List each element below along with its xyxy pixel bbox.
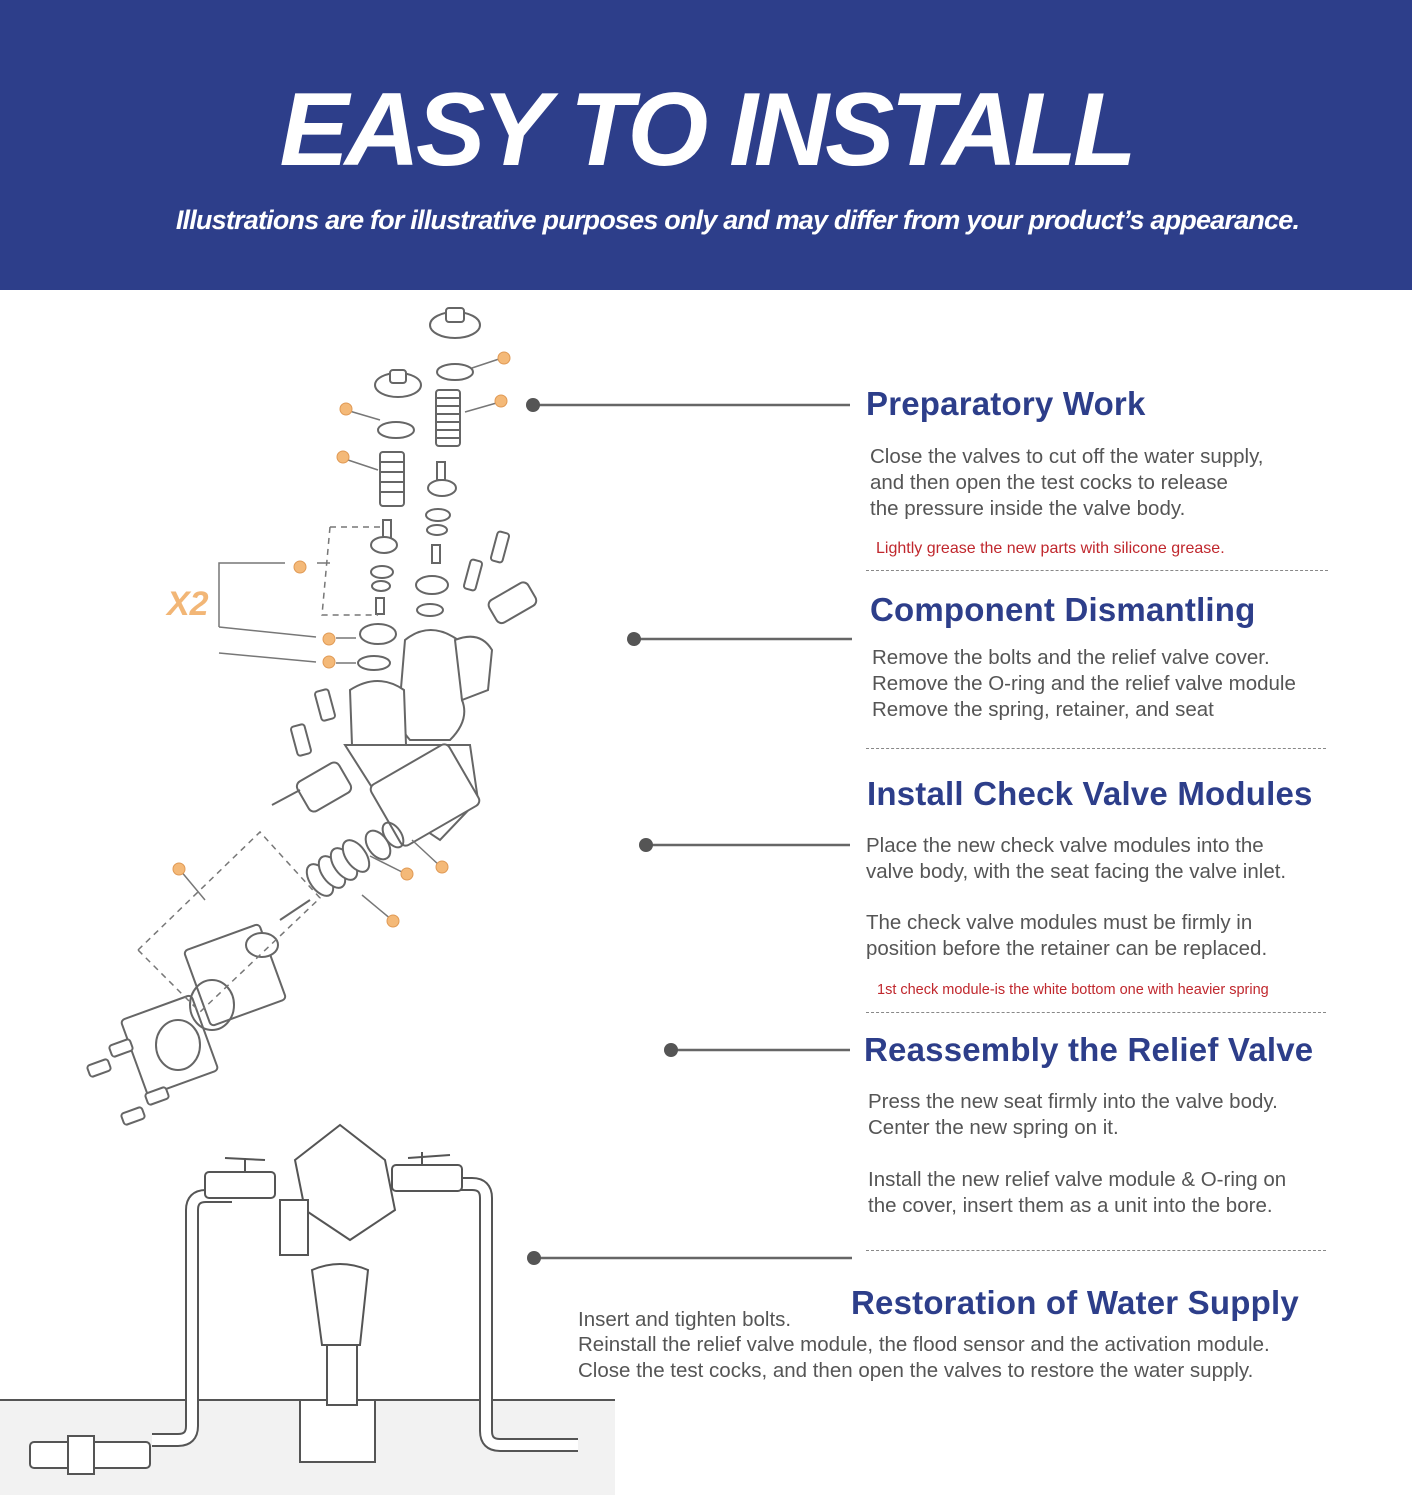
spring-icon [435,389,461,447]
step-2-line-3: Remove the spring, retainer, and seat [872,698,1214,721]
step-4-line-3: Install the new relief valve module & O-… [868,1168,1287,1191]
divider [866,1012,1326,1013]
step-4-title: Reassembly the Relief Valve [864,1031,1314,1068]
step-5-line-2: Reinstall the relief valve module, the f… [578,1333,1270,1356]
step-4-line-1: Press the new seat firmly into the valve… [868,1090,1278,1113]
step-5-line-3: Close the test cocks, and then open the … [578,1359,1254,1382]
step-1-line-1: Close the valves to cut off the water su… [870,445,1264,468]
step-5-title: Restoration of Water Supply [851,1284,1299,1321]
step-1-title: Preparatory Work [866,385,1146,422]
step-3-title: Install Check Valve Modules [867,775,1313,812]
step-1-line-2: and then open the test cocks to release [870,471,1228,494]
step-4-line-2: Center the new spring on it. [868,1116,1119,1139]
header-banner: EASY TO INSTALL Illustrations are for il… [0,0,1412,290]
step-5-line-1: Insert and tighten bolts. [578,1308,792,1331]
step-3-note: 1st check module-is the white bottom one… [877,982,1269,998]
step-1-note: Lightly grease the new parts with silico… [876,540,1225,557]
multiplier-label: X2 [167,585,209,623]
step-1-line-3: the pressure inside the valve body. [870,497,1186,520]
spring-icon [305,839,371,897]
step-3-line-4: position before the retainer can be repl… [866,937,1268,960]
step-2-line-2: Remove the O-ring and the relief valve m… [872,672,1296,695]
step-3-line-1: Place the new check valve modules into t… [866,834,1264,857]
divider [866,570,1328,571]
divider [866,1250,1326,1251]
divider [866,748,1326,749]
step-2-line-1: Remove the bolts and the relief valve co… [872,646,1270,669]
page-disclaimer: Illustrations are for illustrative purpo… [175,205,1300,235]
step-2-title: Component Dismantling [870,591,1256,628]
step-3-line-2: valve body, with the seat facing the val… [866,860,1287,883]
step-3-line-3: The check valve modules must be firmly i… [866,911,1253,934]
page-title: EASY TO INSTALL [279,72,1137,188]
step-4-line-4: the cover, insert them as a unit into th… [868,1194,1273,1217]
exploded-valve-diagram [0,307,615,1495]
